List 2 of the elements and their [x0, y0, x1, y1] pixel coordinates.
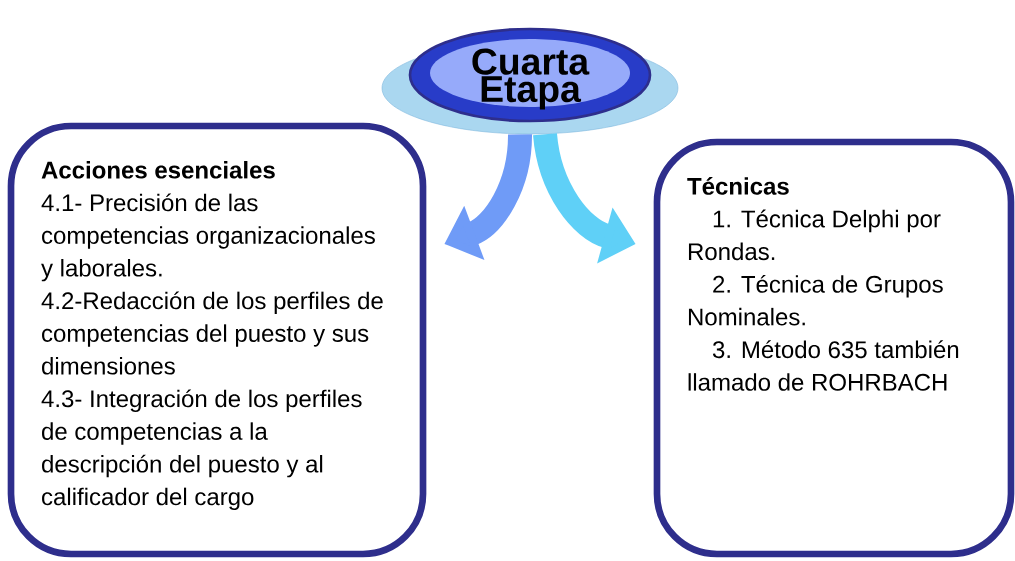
- text-box: Acciones esenciales 4.1- Precisión de las competencias organizacionales y laborales. 4.2-Redacción de los perfiles de competencias del puesto y sus dimensiones 4.3- Integración de los perfiles de competencias a la descripción del puesto y al calificador del cargo: [7, 122, 427, 558]
- text-box: Técnicas 1. Técnica Delphi por Rondas. 2. Técnica de Grupos Nominales. 3. Método 635 también llamado de ROHRBACH: [653, 138, 1015, 558]
